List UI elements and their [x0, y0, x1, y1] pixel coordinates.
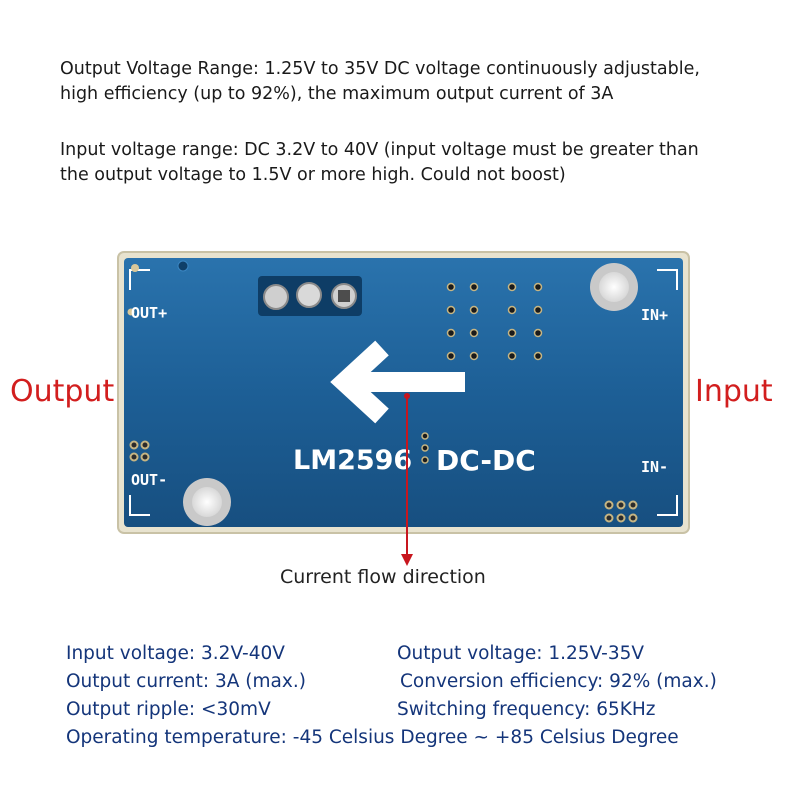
spec-output-ripple: Output ripple: <30mV [66, 699, 271, 720]
via [469, 328, 479, 338]
via [446, 305, 456, 315]
via [507, 282, 517, 292]
description-line: Output Voltage Range: 1.25V to 35V DC vo… [60, 59, 700, 79]
input-range-description: Input voltage range: DC 3.2V to 40V (inp… [60, 138, 760, 188]
spec-conversion-efficiency: Conversion efficiency: 92% (max.) [400, 671, 717, 692]
current-flow-label: Current flow direction [280, 566, 486, 588]
via [446, 328, 456, 338]
output-range-description: Output Voltage Range: 1.25V to 35V DC vo… [60, 57, 760, 107]
pin-label-in-plus: IN+ [641, 306, 668, 324]
potentiometer [258, 276, 362, 316]
pcb-surface [124, 258, 683, 527]
via [446, 351, 456, 361]
via [177, 260, 189, 272]
spec-output-voltage: Output voltage: 1.25V-35V [397, 643, 645, 664]
header-pins-right [604, 500, 638, 523]
converter-type-label: DC-DC [436, 444, 536, 477]
input-side-label: Input [695, 374, 773, 409]
via [533, 282, 543, 292]
corner-marks [129, 269, 678, 516]
mounting-hole-top-right [590, 263, 638, 311]
pin-label-out-plus: OUT+ [131, 304, 167, 322]
spec-input-voltage: Input voltage: 3.2V-40V [66, 643, 285, 664]
output-side-label: Output [10, 374, 115, 409]
via [533, 305, 543, 315]
description-line: high efficiency (up to 92%), the maximum… [60, 84, 614, 104]
description-line: Input voltage range: DC 3.2V to 40V (inp… [60, 140, 699, 160]
via [469, 282, 479, 292]
via [507, 328, 517, 338]
current-flow-pointer [401, 393, 413, 566]
via [533, 351, 543, 361]
via [127, 308, 135, 316]
smd-pads [421, 432, 429, 464]
description-line: the output voltage to 1.5V or more high.… [60, 165, 566, 185]
mounting-hole-bottom-left [183, 478, 231, 526]
via [533, 328, 543, 338]
pin-label-in-minus: IN- [641, 458, 668, 476]
via [446, 282, 456, 292]
via [507, 305, 517, 315]
header-pins-left [129, 440, 150, 462]
spec-operating-temperature: Operating temperature: -45 Celsius Degre… [66, 727, 679, 748]
chip-label: LM2596 [293, 445, 412, 476]
via [469, 305, 479, 315]
via [131, 264, 139, 272]
via [507, 351, 517, 361]
via [469, 351, 479, 361]
via-grid [446, 282, 543, 361]
spec-output-current: Output current: 3A (max.) [66, 671, 306, 692]
pin-label-out-minus: OUT- [131, 471, 167, 489]
direction-arrow-icon [330, 340, 465, 424]
spec-switching-frequency: Switching frequency: 65KHz [397, 699, 656, 720]
